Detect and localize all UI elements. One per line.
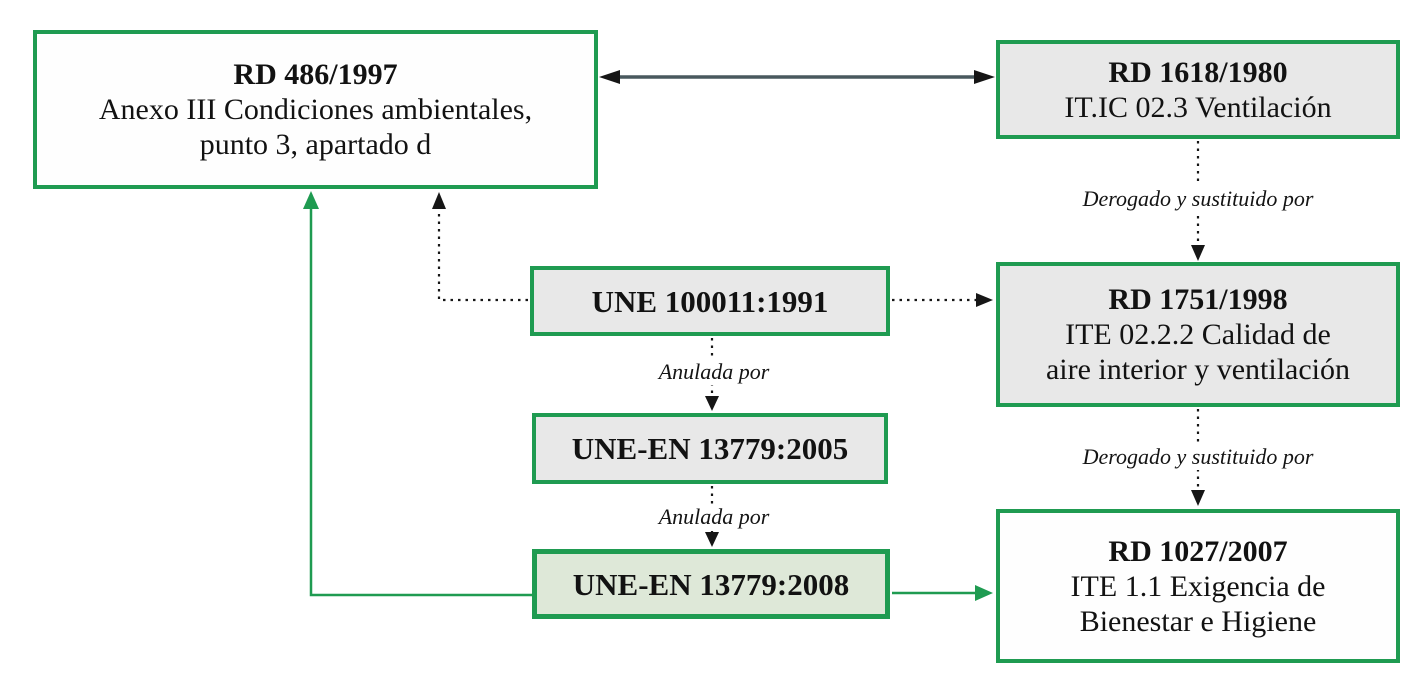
node-line: Bienestar e Higiene	[1079, 604, 1317, 638]
node-line: Anexo III Condiciones ambientales,	[98, 93, 533, 126]
node-title: RD 1751/1998	[1108, 283, 1288, 316]
arrowhead-right-icon	[974, 70, 995, 84]
node-line: IT.IC 02.3 Ventilación	[1064, 90, 1332, 124]
edge-label-anulada-2: Anulada por	[650, 504, 778, 530]
node-line: ITE 1.1 Exigencia de	[1070, 569, 1326, 603]
node-title: UNE 100011:1991	[591, 283, 829, 319]
node-title: UNE-EN 13779:2008	[572, 566, 850, 602]
node-line: punto 3, apartado d	[199, 128, 432, 161]
node-rd-486-1997: RD 486/1997 Anexo III Condiciones ambien…	[33, 30, 598, 189]
edge-une2008-rd486-green	[309, 199, 532, 597]
arrowhead-up-icon	[303, 191, 319, 209]
node-line: aire interior y ventilación	[1045, 353, 1351, 386]
edge-label-anulada-1: Anulada por	[650, 359, 778, 385]
arrowhead-down-icon	[1191, 245, 1205, 261]
arrowhead-right-icon	[976, 293, 993, 307]
arrowhead-down-icon	[705, 396, 719, 411]
node-title: RD 1618/1980	[1108, 55, 1288, 89]
arrowhead-right-icon	[975, 585, 993, 601]
arrowhead-up-icon	[432, 192, 446, 209]
node-une-en-13779-2005: UNE-EN 13779:2005	[532, 413, 888, 484]
node-title: RD 486/1997	[233, 58, 398, 91]
node-title: UNE-EN 13779:2005	[571, 431, 849, 466]
arrowhead-down-icon	[705, 532, 719, 547]
arrowhead-down-icon	[1191, 490, 1205, 506]
node-rd-1618-1980: RD 1618/1980 IT.IC 02.3 Ventilación	[996, 40, 1400, 139]
arrowhead-left-icon	[599, 70, 620, 84]
node-line: ITE 02.2.2 Calidad de	[1065, 318, 1331, 351]
node-une-100011-1991: UNE 100011:1991	[530, 266, 890, 336]
node-title: RD 1027/2007	[1108, 534, 1288, 568]
edge-label-derogado-1: Derogado y sustituido por	[1074, 186, 1322, 212]
edge-label-derogado-2: Derogado y sustituido por	[1074, 444, 1322, 470]
node-une-en-13779-2008: UNE-EN 13779:2008	[532, 549, 890, 619]
edge-une1991-rd486-dotted	[437, 200, 528, 302]
node-rd-1751-1998: RD 1751/1998 ITE 02.2.2 Calidad de aire …	[996, 262, 1400, 407]
node-rd-1027-2007: RD 1027/2007 ITE 1.1 Exigencia de Bienes…	[996, 509, 1400, 663]
